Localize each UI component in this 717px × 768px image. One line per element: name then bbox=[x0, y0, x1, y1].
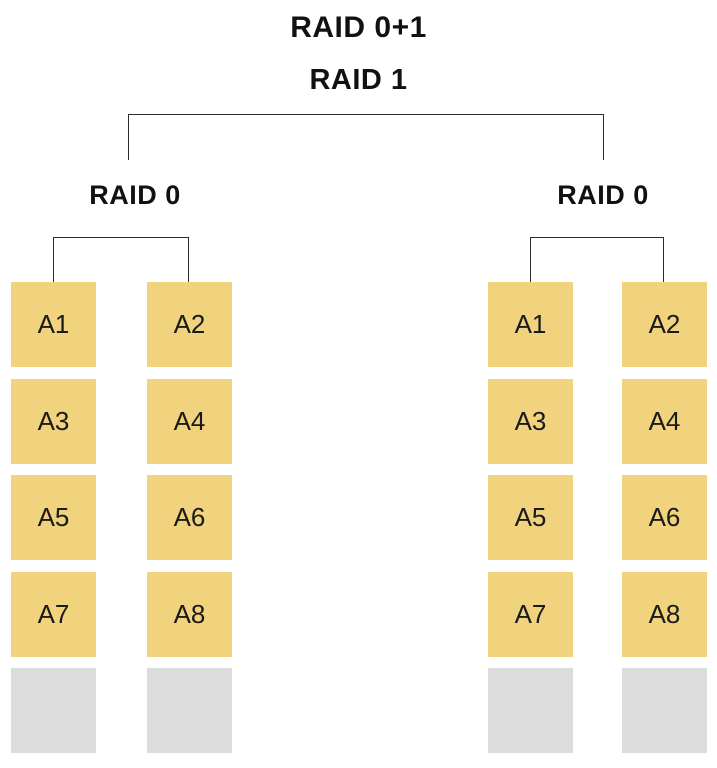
spare-block bbox=[11, 668, 96, 753]
stripe-column-left-1: A1 A3 A5 A7 bbox=[11, 282, 96, 753]
raid1-bracket bbox=[128, 114, 604, 160]
raid0-bracket-right bbox=[530, 237, 664, 283]
data-block: A3 bbox=[488, 378, 573, 464]
data-block: A4 bbox=[147, 378, 232, 464]
data-block: A7 bbox=[488, 571, 573, 657]
data-block: A1 bbox=[11, 282, 96, 367]
spare-block bbox=[622, 668, 707, 753]
data-block: A5 bbox=[488, 475, 573, 560]
raid0-bracket-left bbox=[53, 237, 189, 283]
spare-block bbox=[488, 668, 573, 753]
spare-block bbox=[147, 668, 232, 753]
raid0-label-right: RAID 0 bbox=[557, 180, 649, 210]
data-block: A6 bbox=[622, 475, 707, 560]
data-block: A8 bbox=[622, 571, 707, 657]
data-block: A7 bbox=[11, 571, 96, 657]
diagram-title: RAID 0+1 bbox=[290, 11, 427, 44]
data-block: A1 bbox=[488, 282, 573, 367]
data-block: A4 bbox=[622, 378, 707, 464]
data-block: A8 bbox=[147, 571, 232, 657]
data-block: A6 bbox=[147, 475, 232, 560]
data-block: A5 bbox=[11, 475, 96, 560]
data-block: A2 bbox=[622, 282, 707, 367]
data-block: A2 bbox=[147, 282, 232, 367]
stripe-column-right-1: A1 A3 A5 A7 bbox=[488, 282, 573, 753]
stripe-column-left-2: A2 A4 A6 A8 bbox=[147, 282, 232, 753]
data-block: A3 bbox=[11, 378, 96, 464]
raid1-label: RAID 1 bbox=[309, 64, 408, 96]
stripe-column-right-2: A2 A4 A6 A8 bbox=[622, 282, 707, 753]
raid0-label-left: RAID 0 bbox=[89, 180, 181, 210]
